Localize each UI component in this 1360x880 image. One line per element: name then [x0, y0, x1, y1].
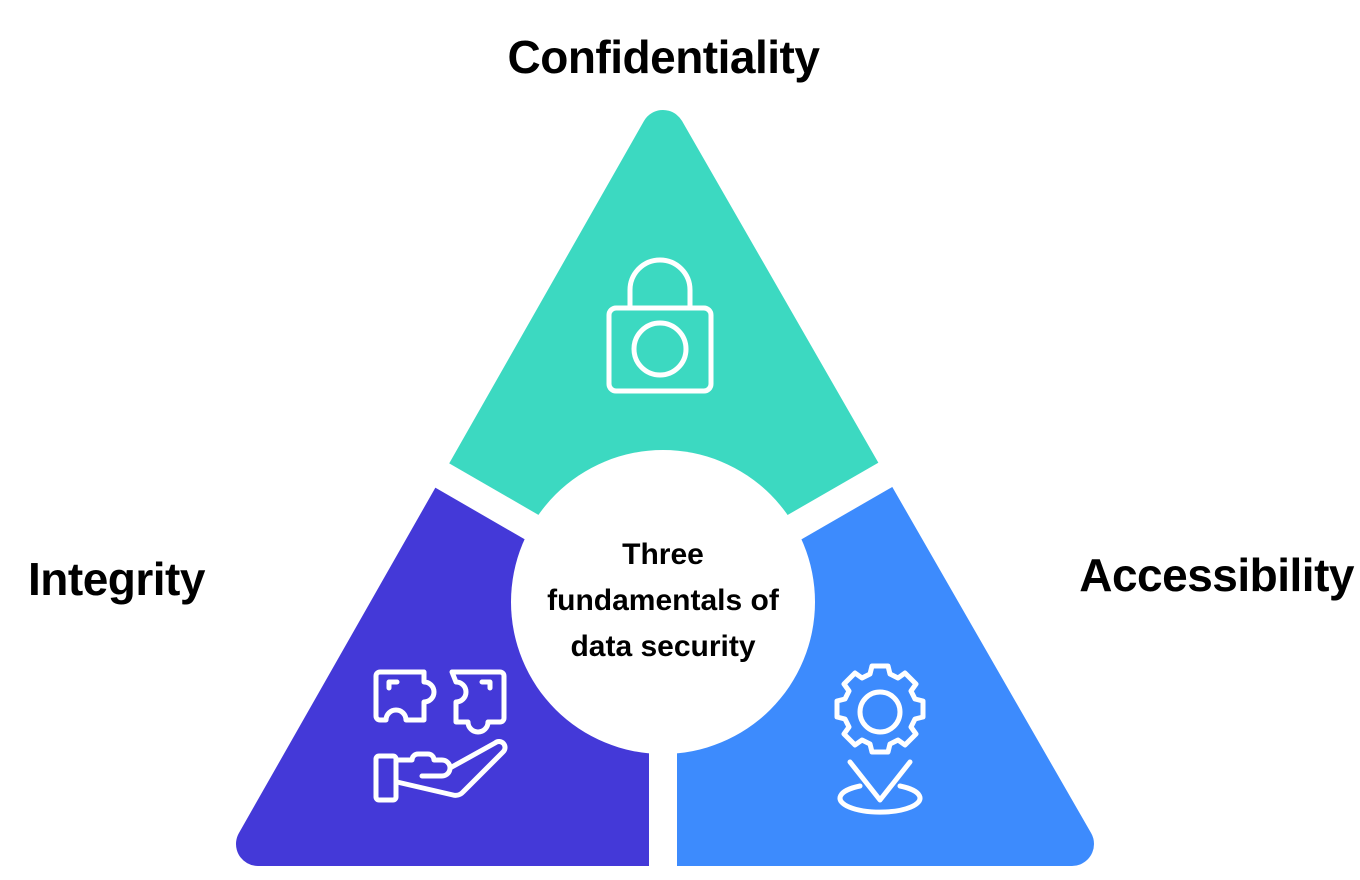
center-line-1: Three — [622, 538, 704, 571]
integrity-label: Integrity — [28, 553, 205, 605]
center-line-3: data security — [570, 630, 756, 663]
center-line-2: fundamentals of — [547, 584, 779, 617]
confidentiality-segment — [0, 0, 1360, 603]
center-title: Three fundamentals of data security — [513, 532, 813, 670]
lock-icon — [606, 257, 714, 394]
puzzle-hand-icon — [373, 669, 508, 803]
integrity-segment — [0, 220, 663, 880]
gear-location-icon — [834, 663, 926, 815]
confidentiality-label: Confidentiality — [507, 31, 820, 83]
accessibility-label: Accessibility — [1079, 549, 1354, 601]
center-circle — [511, 450, 815, 754]
